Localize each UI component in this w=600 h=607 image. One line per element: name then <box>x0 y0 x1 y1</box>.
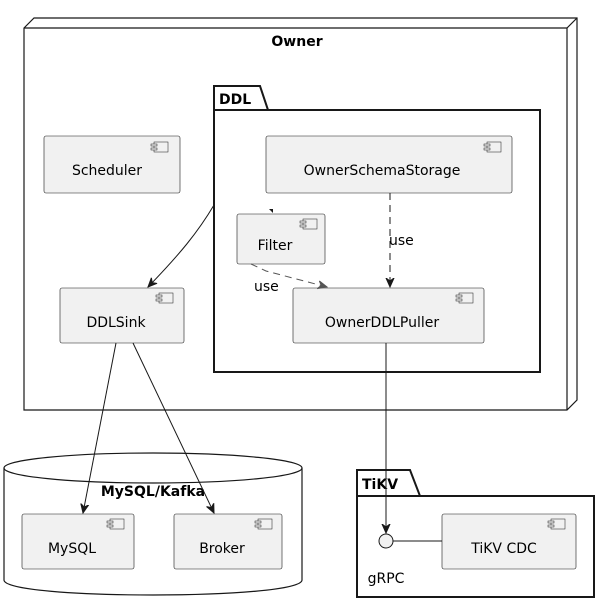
edges: use use <box>83 193 414 533</box>
ddl-package-title: DDL <box>219 92 251 108</box>
component-icon <box>150 141 169 153</box>
grpc-label: gRPC <box>368 571 405 587</box>
tikv-cdc-component[interactable]: TiKV CDC <box>441 513 577 570</box>
edge-label-schema-use: use <box>389 233 414 249</box>
mysql-component[interactable]: MySQL <box>21 513 135 570</box>
owner-node-title: Owner <box>271 34 322 50</box>
component-icon <box>106 518 125 530</box>
broker-label: Broker <box>199 541 245 557</box>
component-icon <box>155 292 174 304</box>
edge-filter-to-puller <box>250 263 327 287</box>
tikv-package-title: TiKV <box>362 477 398 493</box>
edge-ddl-to-ddlsink <box>148 204 215 287</box>
owner-node: Owner <box>23 17 578 411</box>
owner-schema-storage-component[interactable]: OwnerSchemaStorage <box>265 135 513 194</box>
grpc-interface-circle <box>378 533 394 549</box>
ddl-package: DDL <box>213 85 541 373</box>
component-icon <box>254 518 273 530</box>
edge-ddlsink-to-broker <box>132 342 214 513</box>
mysql-label: MySQL <box>48 541 96 557</box>
filter-component[interactable]: Filter <box>236 213 326 265</box>
edge-ddlsink-to-mysql <box>83 342 117 513</box>
grpc-interface[interactable]: gRPC <box>368 533 442 587</box>
database-node: MySQL/Kafka <box>3 452 303 596</box>
edge-label-filter-use: use <box>254 279 279 295</box>
component-icon <box>483 141 502 153</box>
component-icon <box>455 292 474 304</box>
owner-ddl-puller-label: OwnerDDLPuller <box>325 315 440 331</box>
filter-tick-mark <box>269 209 273 213</box>
component-icon <box>547 518 566 530</box>
scheduler-label: Scheduler <box>72 163 142 179</box>
ddl-sink-component[interactable]: DDLSink <box>59 287 185 344</box>
tikv-cdc-label: TiKV CDC <box>470 541 537 557</box>
component-icon <box>299 218 318 230</box>
scheduler-component[interactable]: Scheduler <box>43 135 181 194</box>
broker-component[interactable]: Broker <box>173 513 283 570</box>
tikv-package: TiKV <box>356 469 595 598</box>
owner-ddl-puller-component[interactable]: OwnerDDLPuller <box>292 287 485 344</box>
database-title: MySQL/Kafka <box>101 484 205 500</box>
ddl-sink-label: DDLSink <box>86 315 146 331</box>
owner-schema-storage-label: OwnerSchemaStorage <box>304 163 461 179</box>
filter-label: Filter <box>258 238 293 254</box>
